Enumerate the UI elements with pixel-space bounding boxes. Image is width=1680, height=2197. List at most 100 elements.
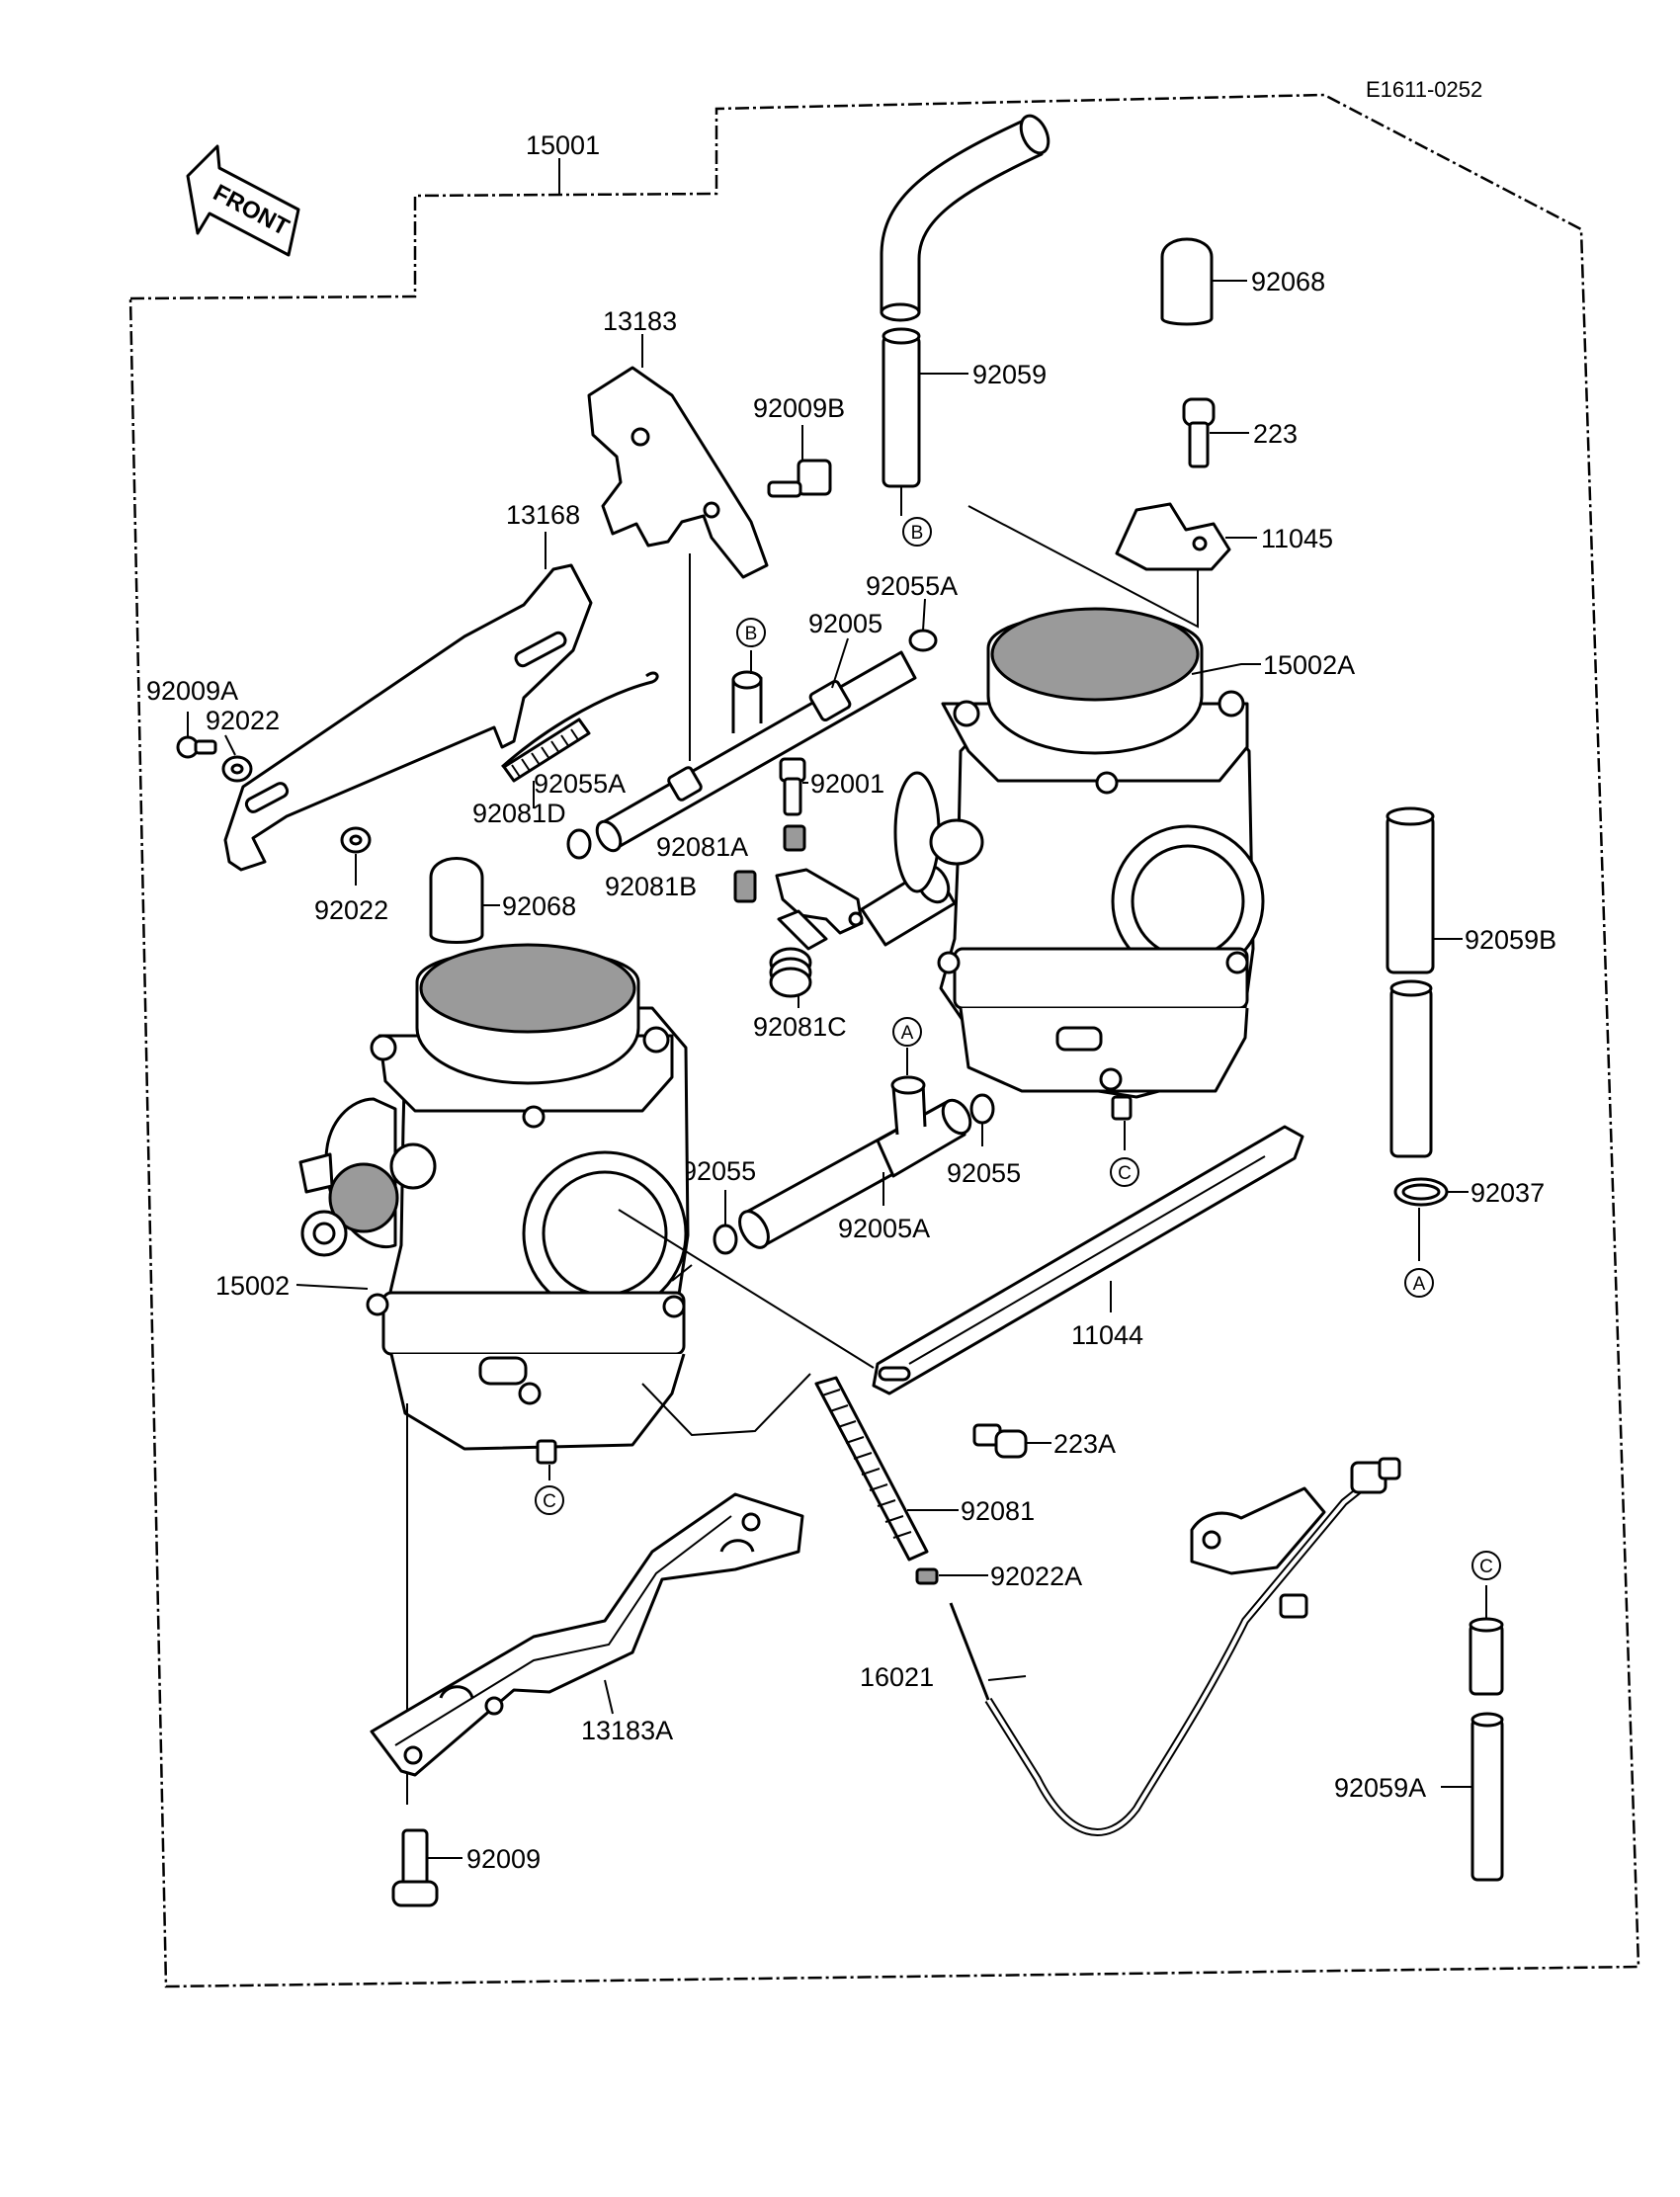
svg-text:C: C (1118, 1163, 1132, 1184)
label-223A: 223A (1053, 1429, 1116, 1459)
clamp-92037 (1393, 1177, 1449, 1207)
label-92081B: 92081B (605, 872, 697, 901)
label-92068-mid: 92068 (502, 891, 576, 921)
svg-text:A: A (1413, 1274, 1426, 1295)
label-13168: 13168 (506, 500, 580, 530)
washer-92022-b (340, 826, 372, 854)
label-92055A-top: 92055A (866, 571, 958, 601)
bracket-13183 (587, 366, 769, 579)
leader-line-carb-link (618, 1209, 875, 1369)
svg-text:B: B (911, 523, 924, 544)
label-223: 223 (1253, 419, 1298, 449)
fuel-pipe-92005 (595, 650, 917, 853)
label-16021: 16021 (860, 1662, 934, 1692)
label-13183: 13183 (603, 306, 677, 336)
spring-92081C (769, 947, 812, 998)
label-92081C: 92081C (753, 1012, 847, 1042)
connector-c-right: C (1110, 1157, 1139, 1187)
leader-13183 (641, 334, 691, 751)
label-92081D: 92081D (472, 799, 566, 828)
svg-text:C: C (1479, 1557, 1493, 1577)
oring-92055-right (969, 1093, 995, 1125)
label-92001: 92001 (810, 769, 884, 799)
link-rod-11044 (872, 1125, 1304, 1395)
bracket-13183A (370, 1492, 804, 1777)
carburetor-15002A (893, 607, 1265, 1121)
label-11045: 11045 (1261, 524, 1333, 553)
tube-92059 (882, 327, 921, 488)
leader-line-oring (671, 1264, 693, 1282)
label-92037: 92037 (1470, 1178, 1545, 1208)
assembly-label: 15001 (526, 130, 600, 160)
label-92022-b: 92022 (314, 895, 388, 925)
screw-223A (972, 1423, 1028, 1459)
cap-92068-top (1160, 237, 1214, 326)
label-92059B: 92059B (1465, 925, 1556, 955)
label-92055A-mid: 92055A (534, 769, 626, 799)
fuel-pipe-92005A (738, 1075, 972, 1249)
label-92081A: 92081A (656, 832, 748, 862)
tube-92059A (1469, 1617, 1504, 1882)
label-92009B: 92009B (753, 393, 845, 423)
label-92059: 92059 (972, 360, 1047, 389)
label-92022A: 92022A (990, 1562, 1082, 1591)
connector-c-left: C (535, 1485, 564, 1515)
hose-upper (880, 114, 1050, 322)
spring-92081B (733, 870, 757, 903)
spring-92081A (783, 824, 806, 852)
leader-16021 (987, 1675, 1027, 1681)
label-13183A: 13183A (581, 1716, 673, 1745)
svg-text:A: A (901, 1023, 914, 1044)
oring-92055A-top (908, 629, 938, 652)
leader-92022-a (224, 734, 236, 756)
label-92059A: 92059A (1334, 1773, 1426, 1803)
assembly-boundary (128, 93, 1640, 1988)
oring-92055A-mid (566, 828, 592, 860)
clip-11045 (1115, 502, 1231, 571)
label-92009: 92009 (466, 1844, 541, 1874)
label-92055-right: 92055 (947, 1158, 1021, 1188)
carburetor-15002 (298, 943, 690, 1465)
front-arrow-icon: FRONT (186, 144, 300, 257)
leader-15002 (295, 1284, 369, 1290)
connector-a-right: A (1404, 1268, 1434, 1298)
connector-b-top: B (902, 517, 932, 547)
screw-223 (1182, 397, 1216, 468)
leader-92055A-top (922, 598, 926, 632)
label-92081: 92081 (961, 1496, 1035, 1526)
spring-92081 (814, 1376, 929, 1562)
leader-line-11045 (967, 505, 1199, 629)
screw-92009A (176, 735, 217, 759)
label-92055-left: 92055 (682, 1156, 756, 1186)
leader-15002A (1191, 663, 1261, 675)
label-15002: 15002 (215, 1271, 290, 1301)
stopper-92022A (915, 1567, 939, 1585)
svg-text:C: C (543, 1491, 556, 1512)
svg-text:B: B (745, 624, 758, 644)
connector-a-mid: A (892, 1017, 922, 1047)
bracket-13168 (223, 563, 593, 872)
screw-92009B (767, 459, 832, 498)
connector-b-mid: B (736, 618, 766, 647)
screw-92001 (779, 757, 806, 816)
spring-92081D (501, 671, 659, 783)
label-92005: 92005 (808, 609, 882, 638)
oring-92055-left (713, 1224, 738, 1255)
label-15002A: 15002A (1263, 650, 1355, 680)
label-92009A: 92009A (146, 676, 238, 706)
tube-92059B (1386, 806, 1435, 1158)
connector-c-bottom: C (1471, 1551, 1501, 1580)
washer-92022-a (221, 755, 253, 783)
cap-92068-mid (429, 857, 484, 944)
label-92068-top: 92068 (1251, 267, 1325, 296)
leader-92005 (831, 637, 849, 689)
reference-code: E1611-0252 (1366, 77, 1482, 102)
throttle-cable-16021 (949, 1457, 1401, 1836)
label-92005A: 92005A (838, 1214, 930, 1243)
screw-92009 (391, 1828, 439, 1907)
leader-13183A (604, 1679, 614, 1715)
label-92022-a: 92022 (206, 706, 280, 735)
leader-line-spring (641, 1373, 811, 1437)
label-11044: 11044 (1071, 1320, 1143, 1350)
